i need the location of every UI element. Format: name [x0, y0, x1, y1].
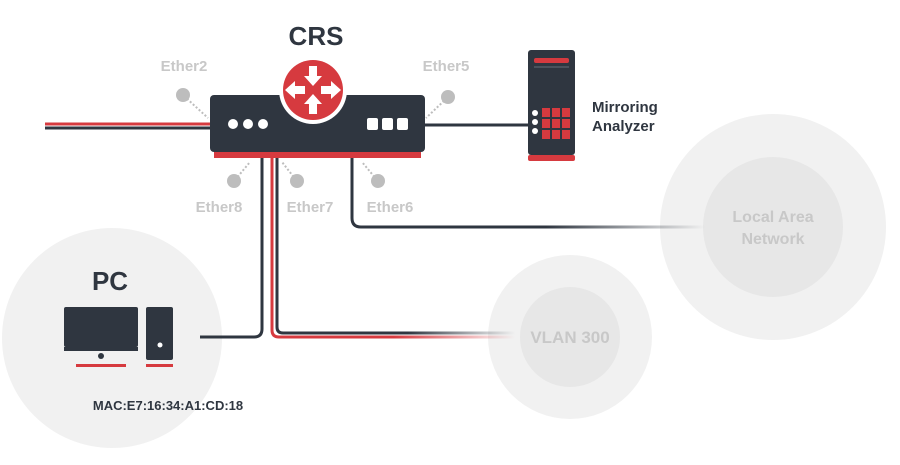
switch-port-block — [367, 118, 378, 130]
lan-cable — [350, 158, 705, 229]
pc-title: PC — [92, 266, 128, 296]
switch-led — [243, 119, 253, 129]
uplink-cable — [45, 122, 210, 130]
port-label-ether8: Ether8 — [196, 199, 243, 216]
vlan-label: VLAN 300 — [530, 328, 609, 347]
switch-led — [258, 119, 268, 129]
vlan-cable-dark — [275, 158, 515, 335]
pc-cable — [200, 158, 264, 339]
port-ether2-marker — [176, 88, 209, 119]
analyzer-server[interactable] — [528, 50, 575, 161]
pc-tower-icon — [146, 307, 173, 367]
switch-title: CRS — [289, 21, 344, 51]
pc-mac-address: MAC:E7:16:34:A1:CD:18 — [93, 398, 243, 413]
lan-label-line1: Local Area — [732, 209, 813, 226]
port-label-ether5: Ether5 — [423, 58, 470, 75]
analyzer-label-line1: Mirroring — [592, 99, 658, 116]
vlan-circle — [488, 255, 652, 419]
port-ether5-marker — [425, 90, 455, 119]
analyzer-label-line2: Analyzer — [592, 118, 655, 135]
switch-port-block — [382, 118, 393, 130]
monitor-icon — [64, 307, 138, 367]
lan-circle — [660, 114, 886, 340]
port-label-ether2: Ether2 — [161, 58, 208, 75]
router-icon — [279, 56, 347, 124]
lan-label-line2: Network — [741, 231, 804, 248]
port-label-ether6: Ether6 — [367, 199, 414, 216]
port-ether8-marker — [227, 161, 251, 188]
port-ether6-marker — [361, 161, 385, 188]
port-label-ether7: Ether7 — [287, 199, 334, 216]
switch-port-block — [397, 118, 408, 130]
switch-led — [228, 119, 238, 129]
vlan-cable-red — [270, 158, 515, 339]
port-ether7-marker — [281, 161, 304, 188]
